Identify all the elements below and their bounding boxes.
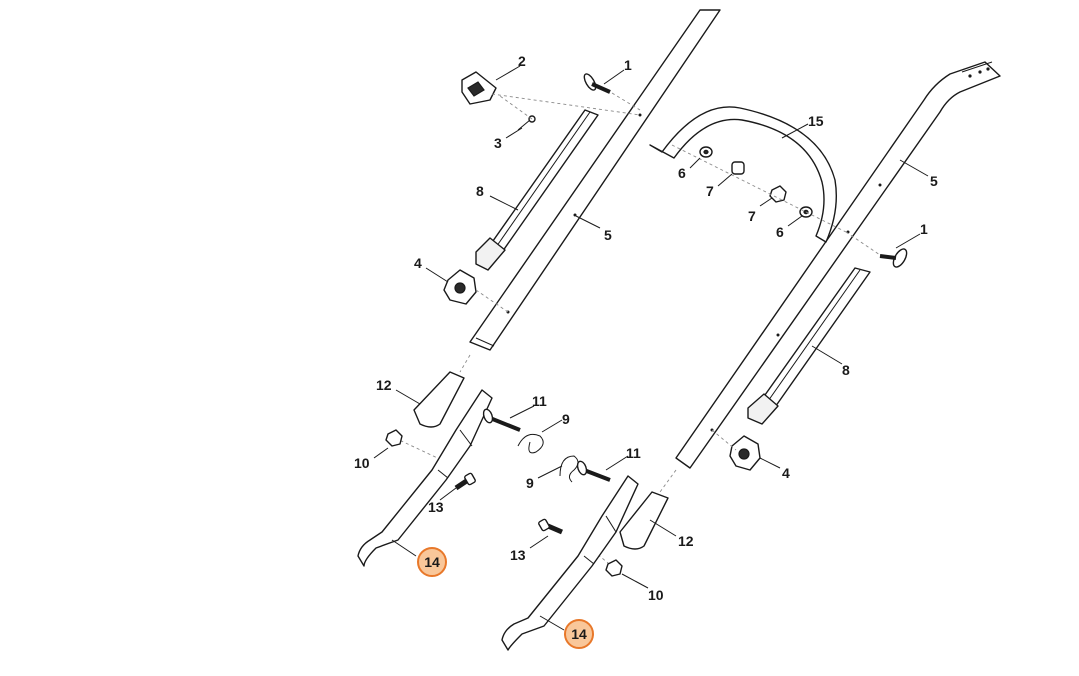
label-12-left: 12	[376, 377, 392, 393]
right-slider-rail[interactable]	[747, 267, 871, 425]
clip-part[interactable]	[461, 71, 497, 105]
highlight-14-right[interactable]: 14	[564, 619, 594, 649]
washer-lower[interactable]	[799, 206, 813, 218]
star-knob-left[interactable]	[443, 269, 477, 305]
carriage-bolt-left[interactable]	[582, 72, 611, 94]
label-15: 15	[808, 113, 824, 129]
lower-arm-left[interactable]	[357, 389, 493, 567]
label-4-left: 4	[414, 255, 422, 271]
label-1-left: 1	[624, 57, 632, 73]
sleeve-left[interactable]	[413, 371, 465, 428]
sleeve-right[interactable]	[619, 491, 669, 550]
right-handle-tube[interactable]	[675, 61, 1001, 469]
label-3: 3	[494, 135, 502, 151]
label-8-right: 8	[842, 362, 850, 378]
label-10-left: 10	[354, 455, 370, 471]
label-7-lower: 7	[748, 208, 756, 224]
pivot-bolt-left[interactable]	[482, 408, 521, 432]
label-11-left: 11	[532, 393, 547, 409]
label-5-right: 5	[930, 173, 938, 189]
nut-lower[interactable]	[769, 185, 787, 203]
nut-upper[interactable]	[731, 161, 745, 175]
label-4-right: 4	[782, 465, 790, 481]
spring-clip-left[interactable]	[517, 433, 544, 454]
label-9-right: 9	[526, 475, 534, 491]
left-slider-rail[interactable]	[475, 109, 599, 271]
label-13-left: 13	[428, 499, 444, 515]
lock-nut-left[interactable]	[385, 429, 403, 447]
left-handle-tube[interactable]	[469, 9, 721, 351]
label-12-right: 12	[678, 533, 694, 549]
label-5-left: 5	[604, 227, 612, 243]
star-knob-right[interactable]	[729, 435, 761, 471]
highlight-14-left[interactable]: 14	[417, 547, 447, 577]
small-screw[interactable]	[517, 115, 536, 131]
top-handle-bar[interactable]	[649, 106, 837, 243]
washer-upper[interactable]	[699, 146, 713, 158]
label-1-right: 1	[920, 221, 928, 237]
lock-nut-right[interactable]	[605, 559, 623, 577]
label-6-lower: 6	[776, 224, 784, 240]
label-11-right: 11	[626, 445, 641, 461]
label-13-right: 13	[510, 547, 526, 563]
label-9-left: 9	[562, 411, 570, 427]
label-14-right: 14	[571, 626, 587, 642]
shoulder-screw-left[interactable]	[454, 472, 476, 491]
carriage-bolt-right[interactable]	[879, 247, 909, 269]
label-7-upper: 7	[706, 183, 714, 199]
label-6-upper: 6	[678, 165, 686, 181]
lower-arm-right[interactable]	[501, 475, 639, 651]
label-2: 2	[518, 53, 526, 69]
label-14-left: 14	[424, 554, 440, 570]
spring-clip-right[interactable]	[559, 455, 579, 483]
shoulder-screw-right[interactable]	[538, 518, 563, 535]
pivot-bolt-right[interactable]	[576, 460, 611, 482]
label-10-right: 10	[648, 587, 664, 603]
label-8-left: 8	[476, 183, 484, 199]
